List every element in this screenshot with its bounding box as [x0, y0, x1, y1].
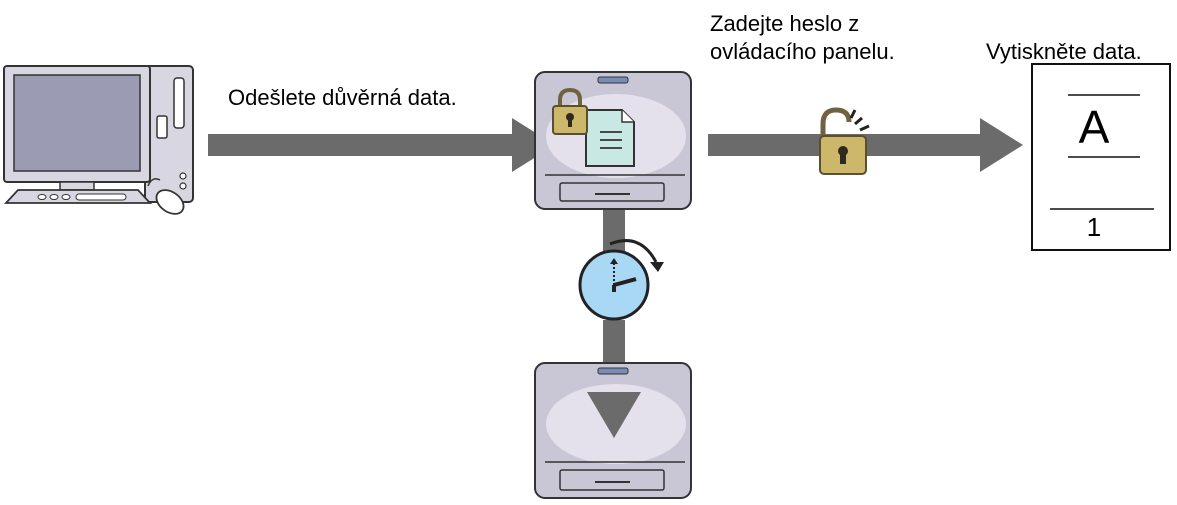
- printed-page-icon: [1031, 63, 1171, 251]
- enter-password-line-2: ovládacího panelu.: [710, 39, 895, 64]
- arrow-timeout-tip: [587, 392, 641, 438]
- print-data-label: Vytiskněte data.: [986, 39, 1142, 64]
- clock-timer-icon: [578, 239, 664, 321]
- send-data-label: Odešlete důvěrná data.: [228, 85, 457, 110]
- page-number: 1: [1086, 212, 1102, 242]
- padlock-locked-icon: [552, 87, 588, 135]
- arrow-send: [208, 118, 555, 172]
- enter-password-label: Zadejte heslo z ovládacího panelu.: [710, 10, 895, 66]
- computer-icon: [3, 65, 194, 215]
- enter-password-line-1: Zadejte heslo z: [710, 11, 860, 36]
- padlock-unlocked-icon: [819, 107, 870, 175]
- page-letter: A: [1078, 101, 1110, 153]
- document-icon: [585, 109, 635, 167]
